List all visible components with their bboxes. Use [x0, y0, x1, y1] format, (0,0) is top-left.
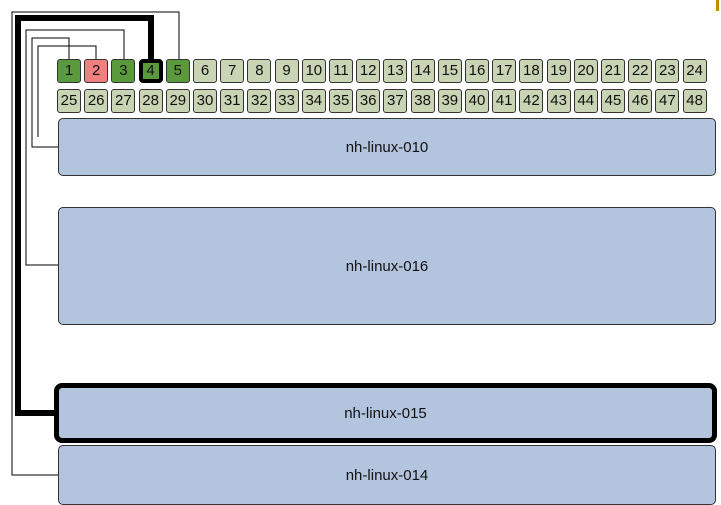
host-label: nh-linux-015	[344, 404, 427, 422]
port-9[interactable]: 9	[274, 59, 299, 83]
port-48[interactable]: 48	[682, 89, 707, 113]
port-41[interactable]: 41	[492, 89, 517, 113]
wire-port-5	[11, 11, 180, 476]
wire-port-2	[37, 45, 97, 137]
port-27[interactable]: 27	[111, 89, 136, 113]
host-label: nh-linux-010	[345, 138, 429, 156]
port-36[interactable]: 36	[356, 89, 381, 113]
port-25[interactable]: 25	[57, 89, 81, 113]
port-3[interactable]: 3	[111, 59, 136, 83]
port-29[interactable]: 29	[165, 89, 190, 113]
host-label: nh-linux-016	[345, 257, 429, 275]
port-18[interactable]: 18	[519, 59, 544, 83]
port-46[interactable]: 46	[628, 89, 653, 113]
port-42[interactable]: 42	[519, 89, 544, 113]
port-47[interactable]: 47	[655, 89, 680, 113]
port-12[interactable]: 12	[356, 59, 381, 83]
port-37[interactable]: 37	[383, 89, 408, 113]
port-26[interactable]: 26	[84, 89, 109, 113]
port-40[interactable]: 40	[465, 89, 489, 113]
port-4[interactable]: 4	[138, 59, 163, 83]
port-10[interactable]: 10	[301, 59, 326, 83]
port-7[interactable]: 7	[220, 59, 245, 83]
port-32[interactable]: 32	[247, 89, 272, 113]
port-44[interactable]: 44	[573, 89, 598, 113]
port-28[interactable]: 28	[138, 89, 163, 113]
host-nh-linux-016[interactable]: nh-linux-016	[58, 207, 716, 325]
port-15[interactable]: 15	[437, 59, 462, 83]
wire-port-1	[31, 37, 70, 148]
port-19[interactable]: 19	[546, 59, 571, 83]
host-label: nh-linux-014	[345, 466, 429, 484]
wire-port-3	[25, 29, 125, 266]
host-nh-linux-010[interactable]: nh-linux-010	[58, 118, 716, 176]
port-31[interactable]: 31	[220, 89, 245, 113]
port-17[interactable]: 17	[492, 59, 517, 83]
port-13[interactable]: 13	[383, 59, 408, 83]
port-23[interactable]: 23	[655, 59, 680, 83]
port-24[interactable]: 24	[682, 59, 707, 83]
port-45[interactable]: 45	[601, 89, 625, 113]
host-nh-linux-015[interactable]: nh-linux-015	[54, 383, 717, 443]
port-34[interactable]: 34	[301, 89, 326, 113]
port-2[interactable]: 2	[84, 59, 109, 83]
port-5[interactable]: 5	[165, 59, 190, 83]
port-8[interactable]: 8	[247, 59, 272, 83]
host-nh-linux-014[interactable]: nh-linux-014	[58, 445, 716, 505]
port-6[interactable]: 6	[193, 59, 217, 83]
port-1[interactable]: 1	[57, 59, 81, 83]
port-20[interactable]: 20	[573, 59, 598, 83]
port-22[interactable]: 22	[628, 59, 653, 83]
port-16[interactable]: 16	[465, 59, 489, 83]
port-30[interactable]: 30	[193, 89, 217, 113]
port-43[interactable]: 43	[546, 89, 571, 113]
port-11[interactable]: 11	[329, 59, 353, 83]
port-38[interactable]: 38	[410, 89, 435, 113]
port-33[interactable]: 33	[274, 89, 299, 113]
port-21[interactable]: 21	[601, 59, 625, 83]
port-35[interactable]: 35	[329, 89, 353, 113]
port-39[interactable]: 39	[437, 89, 462, 113]
wire-port-4-selected	[15, 15, 154, 416]
port-14[interactable]: 14	[410, 59, 435, 83]
corner-marker	[716, 0, 719, 11]
